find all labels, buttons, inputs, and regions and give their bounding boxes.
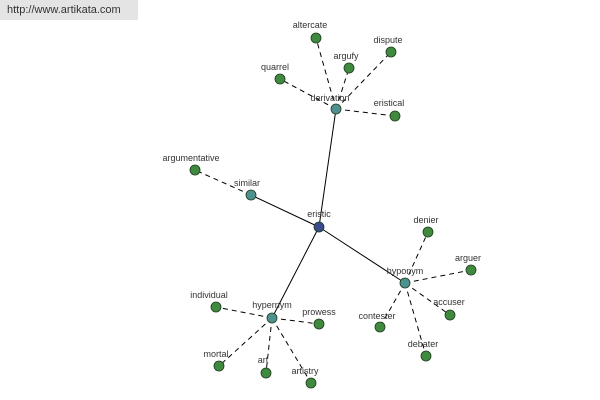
node-debater[interactable] [420,350,432,362]
edge-derivation-eristical [335,108,396,117]
edge-eristic-derivation [318,108,337,228]
node-altercate[interactable] [310,32,322,44]
node-arguer[interactable] [465,264,477,276]
node-label-dispute[interactable]: dispute [373,35,402,45]
node-accuser[interactable] [444,309,456,321]
nodes-layer [189,32,477,389]
node-label-argufy[interactable]: argufy [333,51,359,61]
node-similar[interactable] [245,189,257,201]
node-argufy[interactable] [343,62,355,74]
node-label-mortal[interactable]: mortal [203,349,228,359]
node-label-altercate[interactable]: altercate [293,20,328,30]
edge-hypernym-art [265,317,273,374]
edge-derivation-argufy [335,67,350,110]
edge-hyponym-arguer [404,269,472,284]
node-quarrel[interactable] [274,73,286,85]
node-argumentative[interactable] [189,164,201,176]
edge-hypernym-individual [215,306,273,319]
edge-similar-argumentative [194,169,252,196]
node-contester[interactable] [374,321,386,333]
node-label-similar[interactable]: similar [234,178,260,188]
node-label-hyponym[interactable]: hyponym [387,266,424,276]
node-label-debater[interactable]: debater [408,339,439,349]
node-label-contester[interactable]: contester [358,311,395,321]
edge-derivation-dispute [335,51,392,110]
edge-hypernym-prowess [271,317,320,325]
node-label-quarrel[interactable]: quarrel [261,62,289,72]
node-label-argumentative[interactable]: argumentative [162,153,219,163]
node-label-art[interactable]: art [258,355,269,365]
node-eristic[interactable] [313,221,325,233]
node-label-derivation[interactable]: derivation [310,93,349,103]
node-label-artistry[interactable]: artistry [292,366,320,376]
edge-hypernym-mortal [218,317,273,367]
node-dispute[interactable] [385,46,397,58]
edge-hypernym-artistry [271,317,312,384]
node-eristical[interactable] [389,110,401,122]
url-banner-text[interactable]: http://www.artikata.com [7,4,121,16]
node-art[interactable] [260,367,272,379]
edge-hyponym-debater [404,282,427,357]
node-mortal[interactable] [213,360,225,372]
edge-derivation-quarrel [279,78,337,110]
node-denier[interactable] [422,226,434,238]
edge-hyponym-denier [404,231,429,284]
node-label-prowess[interactable]: prowess [302,307,336,317]
node-label-accuser[interactable]: accuser [433,297,465,307]
node-hyponym[interactable] [399,277,411,289]
node-derivation[interactable] [330,103,342,115]
edge-derivation-altercate [315,37,337,110]
url-banner: http://www.artikata.com [0,0,138,20]
edge-eristic-similar [250,194,320,228]
node-label-hypernym[interactable]: hypernym [252,300,292,310]
node-artistry[interactable] [305,377,317,389]
edge-eristic-hyponym [318,226,406,284]
node-hypernym[interactable] [266,312,278,324]
node-label-arguer[interactable]: arguer [455,253,481,263]
node-prowess[interactable] [313,318,325,330]
labels-layer: eristic derivation similar hyponym hypernym a… [162,20,481,376]
node-individual[interactable] [210,301,222,313]
node-label-eristic[interactable]: eristic [307,209,331,219]
edge-hyponym-accuser [404,282,451,316]
node-label-eristical[interactable]: eristical [374,98,405,108]
node-label-individual[interactable]: individual [190,290,228,300]
edges-layer [194,37,472,384]
node-label-denier[interactable]: denier [413,215,438,225]
edge-eristic-hypernym [271,226,320,319]
